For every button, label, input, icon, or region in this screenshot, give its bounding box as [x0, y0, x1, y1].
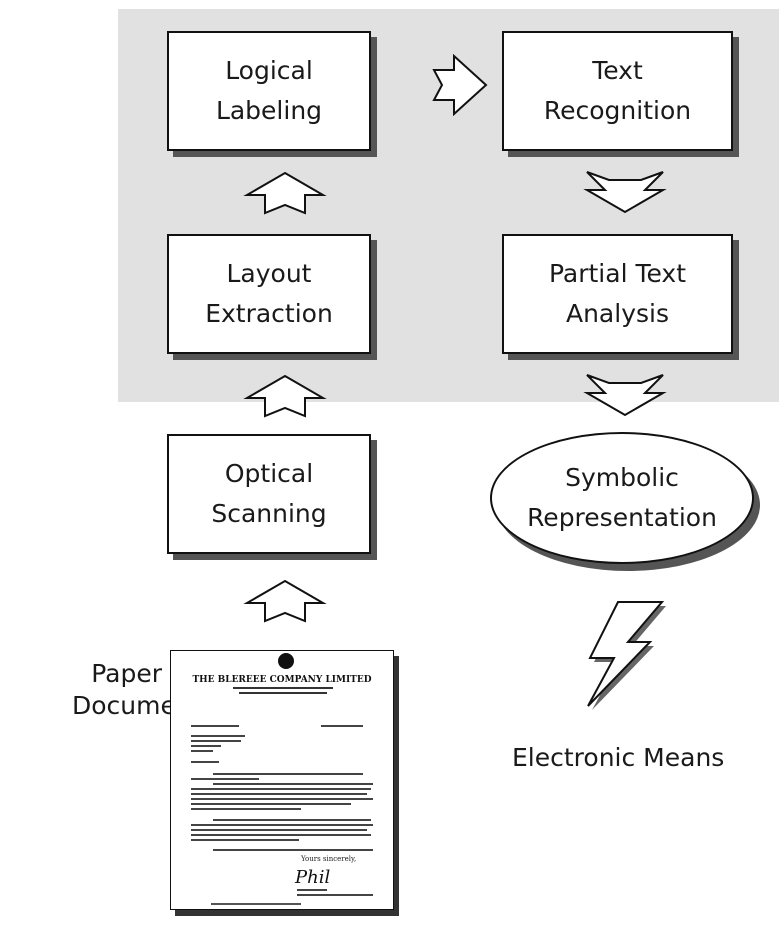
up-arrow-icon — [243, 579, 327, 623]
closing-text: Yours sincerely, — [300, 855, 356, 863]
text-recognition-box: Text Recognition — [502, 31, 733, 151]
electronic-means-label: Electronic Means — [512, 743, 725, 772]
right-arrow-icon — [432, 54, 488, 116]
box-label-line1: Partial Text — [548, 259, 687, 288]
lightning-bolt-icon — [587, 601, 666, 710]
box-label-line1: Layout — [226, 259, 312, 288]
box-label-line2: Labeling — [215, 96, 323, 125]
box-label-line2: Analysis — [565, 299, 669, 328]
box-label-line2: Scanning — [211, 499, 327, 528]
up-arrow-icon — [243, 374, 327, 418]
paper-document-label: Paper Document — [72, 658, 202, 722]
layout-extraction-box: Layout Extraction — [167, 234, 371, 354]
paper-label-line1: Paper — [91, 659, 162, 688]
up-arrow-icon — [243, 171, 327, 215]
optical-scanning-box: Optical Scanning — [167, 434, 371, 554]
box-label-line2: Extraction — [205, 299, 333, 328]
ellipse-label-line2: Representation — [527, 503, 717, 532]
box-label-line2: Recognition — [543, 96, 692, 125]
paper-label-line2: Document — [72, 691, 202, 720]
signature-text: Phil — [294, 867, 330, 888]
paper-document-image: THE BLEREEE COMPANY LIMITED Yours sincer… — [170, 650, 394, 910]
box-label-line1: Optical — [224, 459, 314, 488]
letterhead-text: THE BLEREEE COMPANY LIMITED — [192, 675, 371, 685]
down-arrow-icon — [583, 374, 667, 417]
down-arrow-icon — [583, 171, 667, 214]
partial-text-analysis-box: Partial Text Analysis — [502, 234, 733, 354]
box-label-line1: Text — [592, 56, 643, 85]
box-label-line1: Logical — [225, 56, 313, 85]
ellipse-label-line1: Symbolic — [565, 463, 679, 492]
logical-labeling-box: Logical Labeling — [167, 31, 371, 151]
letter-page-illustration: THE BLEREEE COMPANY LIMITED Yours sincer… — [191, 653, 373, 905]
symbolic-representation-ellipse: Symbolic Representation — [490, 432, 754, 564]
